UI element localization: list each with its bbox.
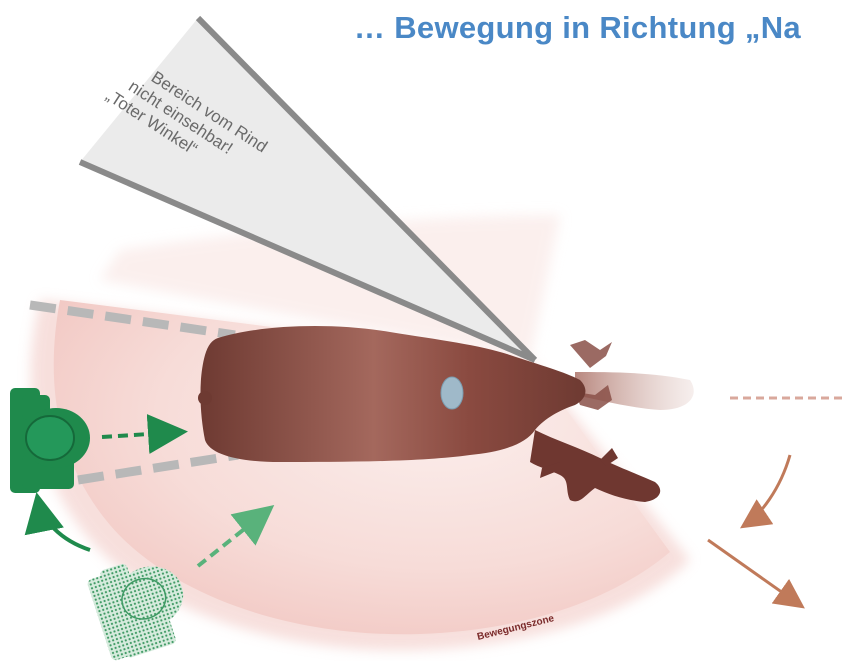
- cow-diagonal-arrow: [708, 540, 800, 605]
- cow-eye-marker: [441, 377, 463, 409]
- cow-curve-arrow: [745, 455, 790, 525]
- movement-arrows-cow: [708, 398, 845, 605]
